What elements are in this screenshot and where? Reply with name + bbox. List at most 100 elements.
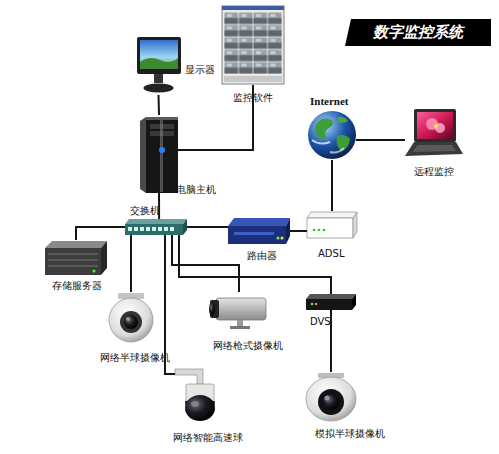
laptop-drawing-part [414,109,456,142]
software-screenshot-part [224,12,282,74]
speed-dome-drawing-part [191,401,199,407]
switch-drawing [125,219,187,235]
monitor-node: 显示器 [136,35,181,95]
device-label: 路由器 [247,250,277,262]
software-screenshot-part [222,6,284,84]
monitor-drawing-part [154,74,163,83]
router-drawing-part [277,237,280,240]
software-screenshot-part [222,6,284,10]
switch-drawing-part [134,227,138,231]
network-cable [130,235,132,292]
speed-dome-drawing-part [175,369,203,384]
device-label: 网络智能高速球 [173,432,243,444]
switch-drawing-part [140,227,144,231]
monitor-drawing-part [140,40,178,69]
bullet-camera-drawing [209,298,266,329]
switch-drawing-part [125,224,183,235]
bullet-camera-drawing-part [216,298,266,320]
internet-globe-drawing-part [338,117,348,123]
dome-camera-drawing-part [120,311,142,333]
dvs-encoder-node: DVS [306,294,356,310]
router-node: 路由器 [228,217,290,245]
switch-drawing-part [183,219,187,235]
pc-tower-drawing-part [140,117,146,193]
internet-globe-drawing-part [330,148,344,153]
dome-camera-drawing-part [126,317,130,321]
storage-server-drawing-part [48,266,98,267]
device-label: ADSL [318,248,344,260]
laptop-drawing [405,109,463,156]
network-cable [172,235,239,292]
analog-dome-drawing-part [325,396,330,401]
router-drawing-part [228,218,290,226]
device-label: 交换机 [130,205,160,217]
internet-globe-drawing [308,111,356,159]
device-label: Internet [310,95,349,107]
laptop-drawing-part [412,145,456,152]
switch-drawing-part [146,227,150,231]
switch-drawing-part [152,227,156,231]
storage-server-drawing-part [45,248,101,275]
adsl-modem-drawing [307,212,357,238]
bullet-camera-drawing-part [210,300,219,318]
diagram-title: 数字监控系统 [373,23,463,42]
network-switch-node: 交换机 [125,219,187,235]
pc-tower-drawing [140,117,178,193]
pc-host-node: 电脑主机 [140,115,178,193]
storage-server-drawing-part [101,241,107,275]
switch-drawing-part [170,227,174,231]
adsl-modem-drawing-part [313,229,316,232]
dome-camera-node: 网络半球摄像机 [108,292,154,347]
remote-laptop-node: 远程监控 [405,108,463,160]
network-cable [76,227,125,240]
laptop-drawing-part [405,142,463,156]
software-screen-node: 监控软件 [222,5,284,85]
analog-dome-drawing [306,373,356,421]
network-cable [356,139,405,141]
pc-tower-drawing-part [146,117,178,120]
dvs-drawing-part [311,303,314,306]
device-label: 显示器 [185,64,215,76]
network-cable [158,95,161,115]
device-label: 网络半球摄像机 [100,352,170,364]
adsl-modem-drawing-part [307,218,353,238]
switch-drawing-part [158,227,162,231]
software-screenshot-part [224,76,282,82]
storage-server-drawing-part [48,254,98,255]
internet-globe-drawing-part [315,119,333,140]
router-drawing-part [234,232,274,235]
speed-dome-node: 网络智能高速球 [175,368,223,428]
adsl-modem-node: ADSL [307,211,357,239]
dvs-drawing-part [315,303,318,306]
storage-server-drawing-part [48,260,98,261]
speed-dome-drawing [175,369,215,421]
dome-camera-drawing-part [124,315,138,329]
monitor-drawing [137,37,181,93]
bullet-camera-node: 网络枪式摄像机 [210,292,268,330]
laptop-drawing-part [434,124,438,128]
monitor-drawing-part [137,37,181,74]
bullet-camera-drawing-part [237,320,243,326]
device-label: 模拟半球摄像机 [315,428,385,440]
dvs-drawing-part [306,299,352,310]
laptop-drawing-part [435,123,445,133]
analog-dome-drawing-part [318,389,344,415]
bullet-camera-drawing-part [230,326,250,329]
device-label: 电脑主机 [176,184,216,196]
adsl-modem-drawing-part [353,212,357,238]
switch-drawing-part [128,227,132,231]
storage-server-drawing-part [45,241,107,248]
device-label: DVS [310,316,331,328]
router-drawing-part [228,226,286,244]
analog-dome-drawing-part [323,394,339,410]
dvs-drawing-part [352,294,356,310]
pc-tower-drawing-part [146,117,178,193]
internet-globe-drawing-part [308,111,356,159]
monitor-drawing-part [144,84,174,93]
dome-camera-drawing-part [109,298,153,342]
network-cable [290,230,307,232]
switch-drawing-part [164,227,168,231]
